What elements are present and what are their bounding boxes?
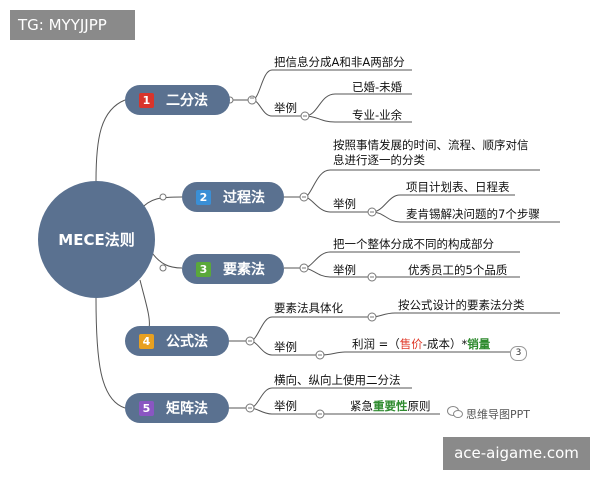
node-title: 过程法 — [223, 190, 265, 206]
badge-1: 1 — [139, 92, 154, 108]
example-label[interactable]: 举例 — [333, 263, 356, 277]
node-dichotomy[interactable]: 1 二分法 — [125, 85, 230, 115]
formula-example[interactable]: 利润 =（售价-成本）*销量 — [352, 337, 490, 352]
example-suffix: 原则 — [407, 399, 431, 413]
node-elements[interactable]: 3 要素法 — [182, 254, 284, 284]
example-item[interactable]: 优秀员工的5个品质 — [408, 263, 508, 277]
example-item[interactable]: 麦肯锡解决问题的7个步骤 — [406, 207, 540, 221]
example-highlight: 重要性 — [373, 399, 408, 413]
example-item[interactable]: 专业-业余 — [352, 108, 403, 122]
badge-3: 3 — [196, 261, 211, 277]
badge-2: 2 — [196, 189, 211, 205]
formula-price: 售价 — [399, 337, 423, 351]
example-item[interactable]: 项目计划表、日程表 — [406, 180, 510, 194]
collapse-toggle[interactable] — [247, 95, 257, 105]
collapse-toggle[interactable] — [159, 264, 167, 272]
branch-desc[interactable]: 横向、纵向上使用二分法 — [274, 373, 401, 387]
matrix-example[interactable]: 紧急重要性原则 — [350, 399, 431, 414]
node-title: 公式法 — [166, 334, 208, 350]
domain-label: ace-aigame.com — [443, 437, 590, 470]
badge-5: 5 — [139, 400, 154, 416]
count-marker[interactable]: 3 — [510, 346, 527, 361]
node-title: 要素法 — [223, 262, 265, 278]
branch-desc-child[interactable]: 按公式设计的要素法分类 — [398, 298, 525, 312]
formula-mid: -成本）* — [422, 337, 468, 351]
branch-desc[interactable]: 要素法具体化 — [274, 301, 343, 315]
example-item[interactable]: 已婚-未婚 — [352, 80, 403, 94]
node-matrix[interactable]: 5 矩阵法 — [125, 393, 229, 423]
example-label[interactable]: 举例 — [274, 101, 297, 115]
branch-desc[interactable]: 把信息分成A和非A两部分 — [274, 55, 405, 69]
example-prefix: 紧急 — [350, 399, 373, 413]
node-title: 矩阵法 — [166, 401, 208, 417]
wechat-icon — [447, 406, 463, 418]
example-label[interactable]: 举例 — [333, 197, 356, 211]
watermark-tag: TG: MYYJJPP — [10, 10, 135, 40]
example-label[interactable]: 举例 — [274, 399, 297, 413]
badge-4: 4 — [139, 333, 154, 349]
root-node[interactable]: MECE法则 — [38, 181, 155, 298]
collapse-toggle[interactable] — [159, 193, 167, 201]
node-process[interactable]: 2 过程法 — [182, 182, 284, 212]
node-formula[interactable]: 4 公式法 — [125, 326, 229, 356]
weixin-watermark: 思维导图PPT — [466, 408, 530, 421]
formula-sales: 销量 — [467, 337, 491, 351]
formula-prefix: 利润 =（ — [352, 337, 400, 351]
node-title: 二分法 — [166, 93, 208, 109]
branch-desc[interactable]: 按照事情发展的时间、流程、顺序对信息进行逐一的分类 — [333, 138, 529, 167]
branch-desc[interactable]: 把一个整体分成不同的构成部分 — [333, 237, 494, 251]
example-label[interactable]: 举例 — [274, 340, 297, 354]
